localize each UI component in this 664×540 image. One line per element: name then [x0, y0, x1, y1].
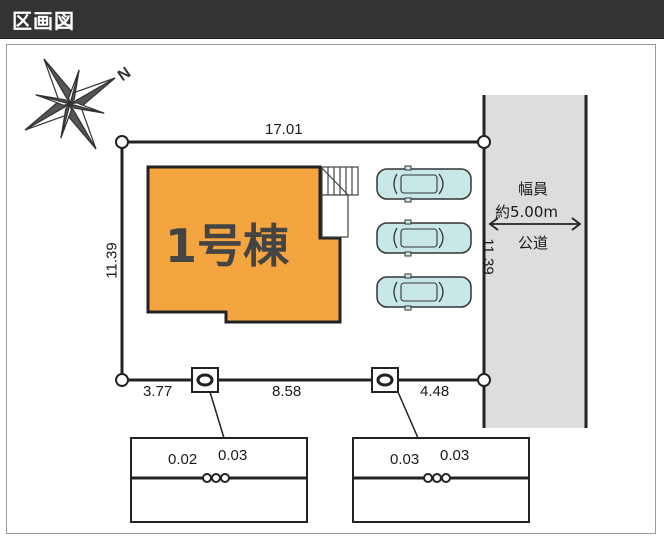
dim-right-depth: 11.39 [479, 238, 497, 275]
detail-box-2 [352, 437, 530, 523]
arrow-head-right [571, 217, 582, 231]
detail-1-left-value: 0.02 [168, 451, 198, 468]
lot-corner-ne [477, 135, 491, 149]
detail-2-left-value: 0.03 [390, 451, 420, 468]
parking-area [376, 165, 472, 311]
header-bar: 区画図 [0, 0, 664, 39]
lot-corner-nw [115, 135, 129, 149]
road-width-value: 約5.00m [495, 203, 559, 221]
compass-icon [24, 58, 116, 150]
dim-top-width: 17.01 [265, 121, 303, 138]
leader-line-2 [397, 391, 419, 439]
diagram-frame [6, 44, 656, 534]
detail-box-1 [130, 437, 308, 523]
entrance-steps [321, 166, 359, 238]
road-width-label: 幅員 [518, 180, 549, 198]
dim-bottom-left: 3.77 [143, 383, 173, 400]
page-title: 区画図 [12, 9, 75, 33]
car-icon [376, 219, 472, 257]
detail-1-right-value: 0.03 [218, 447, 248, 464]
detail-2-right-value: 0.03 [440, 447, 470, 464]
car-icon [376, 273, 472, 311]
meter-box-1 [191, 367, 219, 393]
dim-bottom-right: 4.48 [420, 383, 450, 400]
leader-line-1 [209, 391, 225, 439]
lot-corner-sw [115, 373, 129, 387]
building-label: 1号棟 [165, 219, 290, 273]
road-area [484, 95, 586, 428]
lot-corner-se [477, 373, 491, 387]
building-1 [146, 165, 342, 324]
dim-left-depth: 11.39 [103, 242, 121, 279]
arrow-head-left [488, 217, 499, 231]
dim-bottom-middle: 8.58 [272, 383, 302, 400]
car-icon [376, 165, 472, 203]
road-type-label: 公道 [518, 234, 549, 252]
meter-box-2 [371, 367, 399, 393]
